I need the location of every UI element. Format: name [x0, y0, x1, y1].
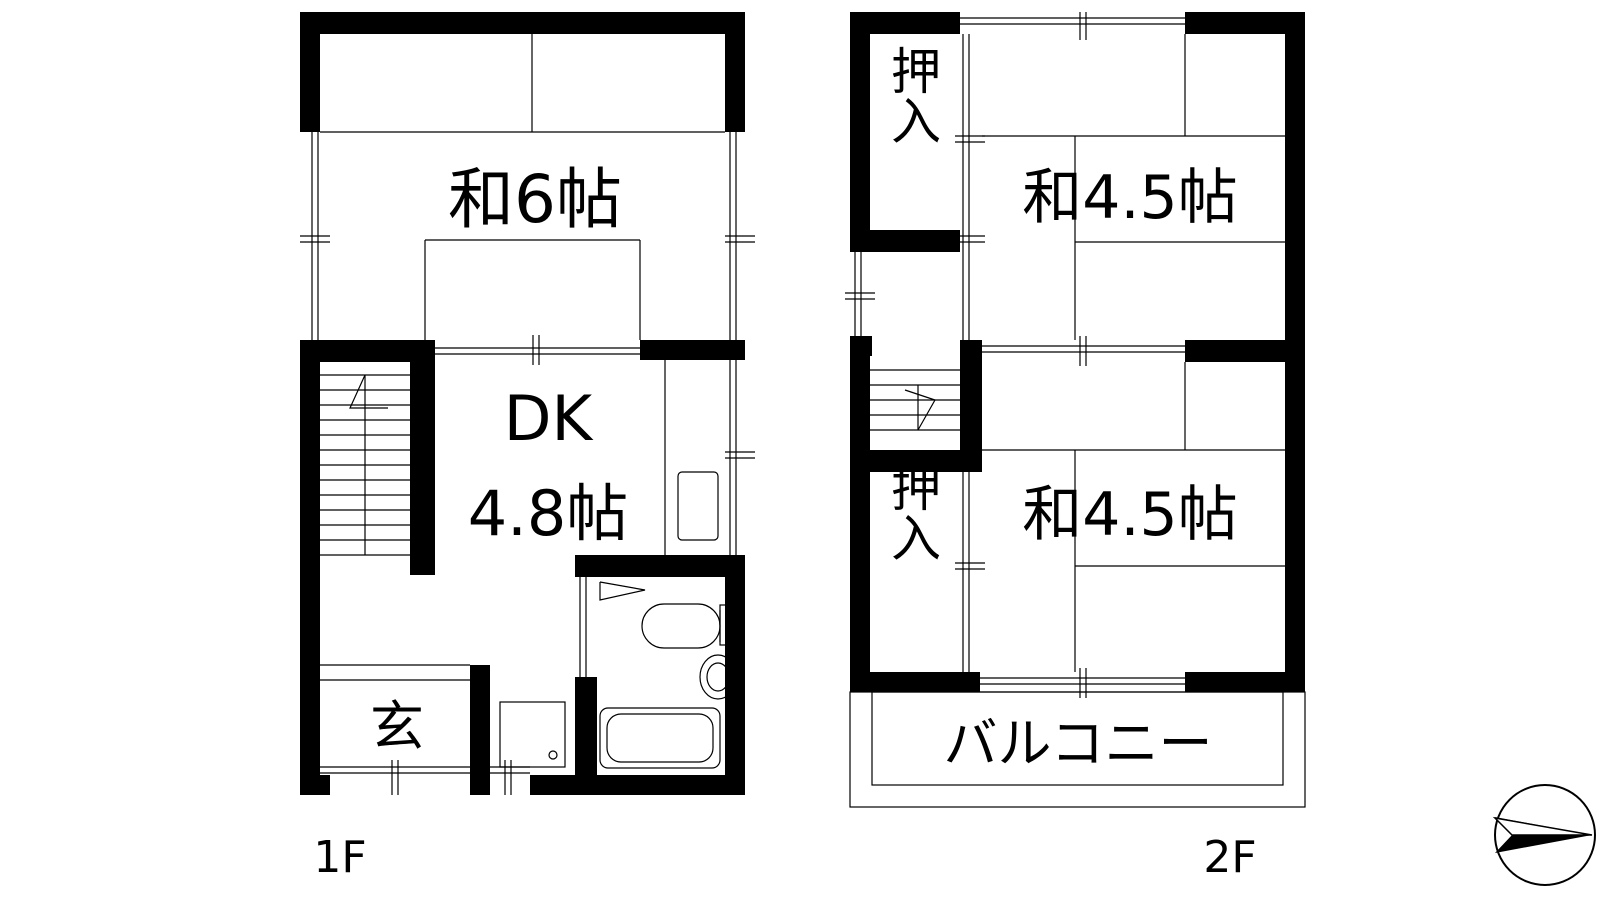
first-floor-plan	[300, 12, 755, 795]
second-floor-plan	[845, 12, 1306, 808]
room-label-washitsu-4-5-a: 和4.5帖	[1022, 163, 1237, 233]
room-label-dk-size: 4.8帖	[468, 477, 629, 550]
floor-label-2f: 2F	[1203, 832, 1256, 883]
room-label-washitsu-6: 和6帖	[448, 161, 622, 238]
room-label-washitsu-4-5-b: 和4.5帖	[1022, 480, 1237, 550]
room-label-genkan: 玄	[370, 695, 424, 758]
room-label-oshiire-top: 押入	[883, 45, 941, 145]
floor-label-1f: 1F	[313, 832, 366, 883]
room-label-balcony: バルコニー	[944, 712, 1213, 775]
north-arrow-icon	[1492, 784, 1596, 886]
room-label-oshiire-bottom: 押入	[883, 462, 941, 562]
room-label-dk: DK	[504, 382, 594, 455]
